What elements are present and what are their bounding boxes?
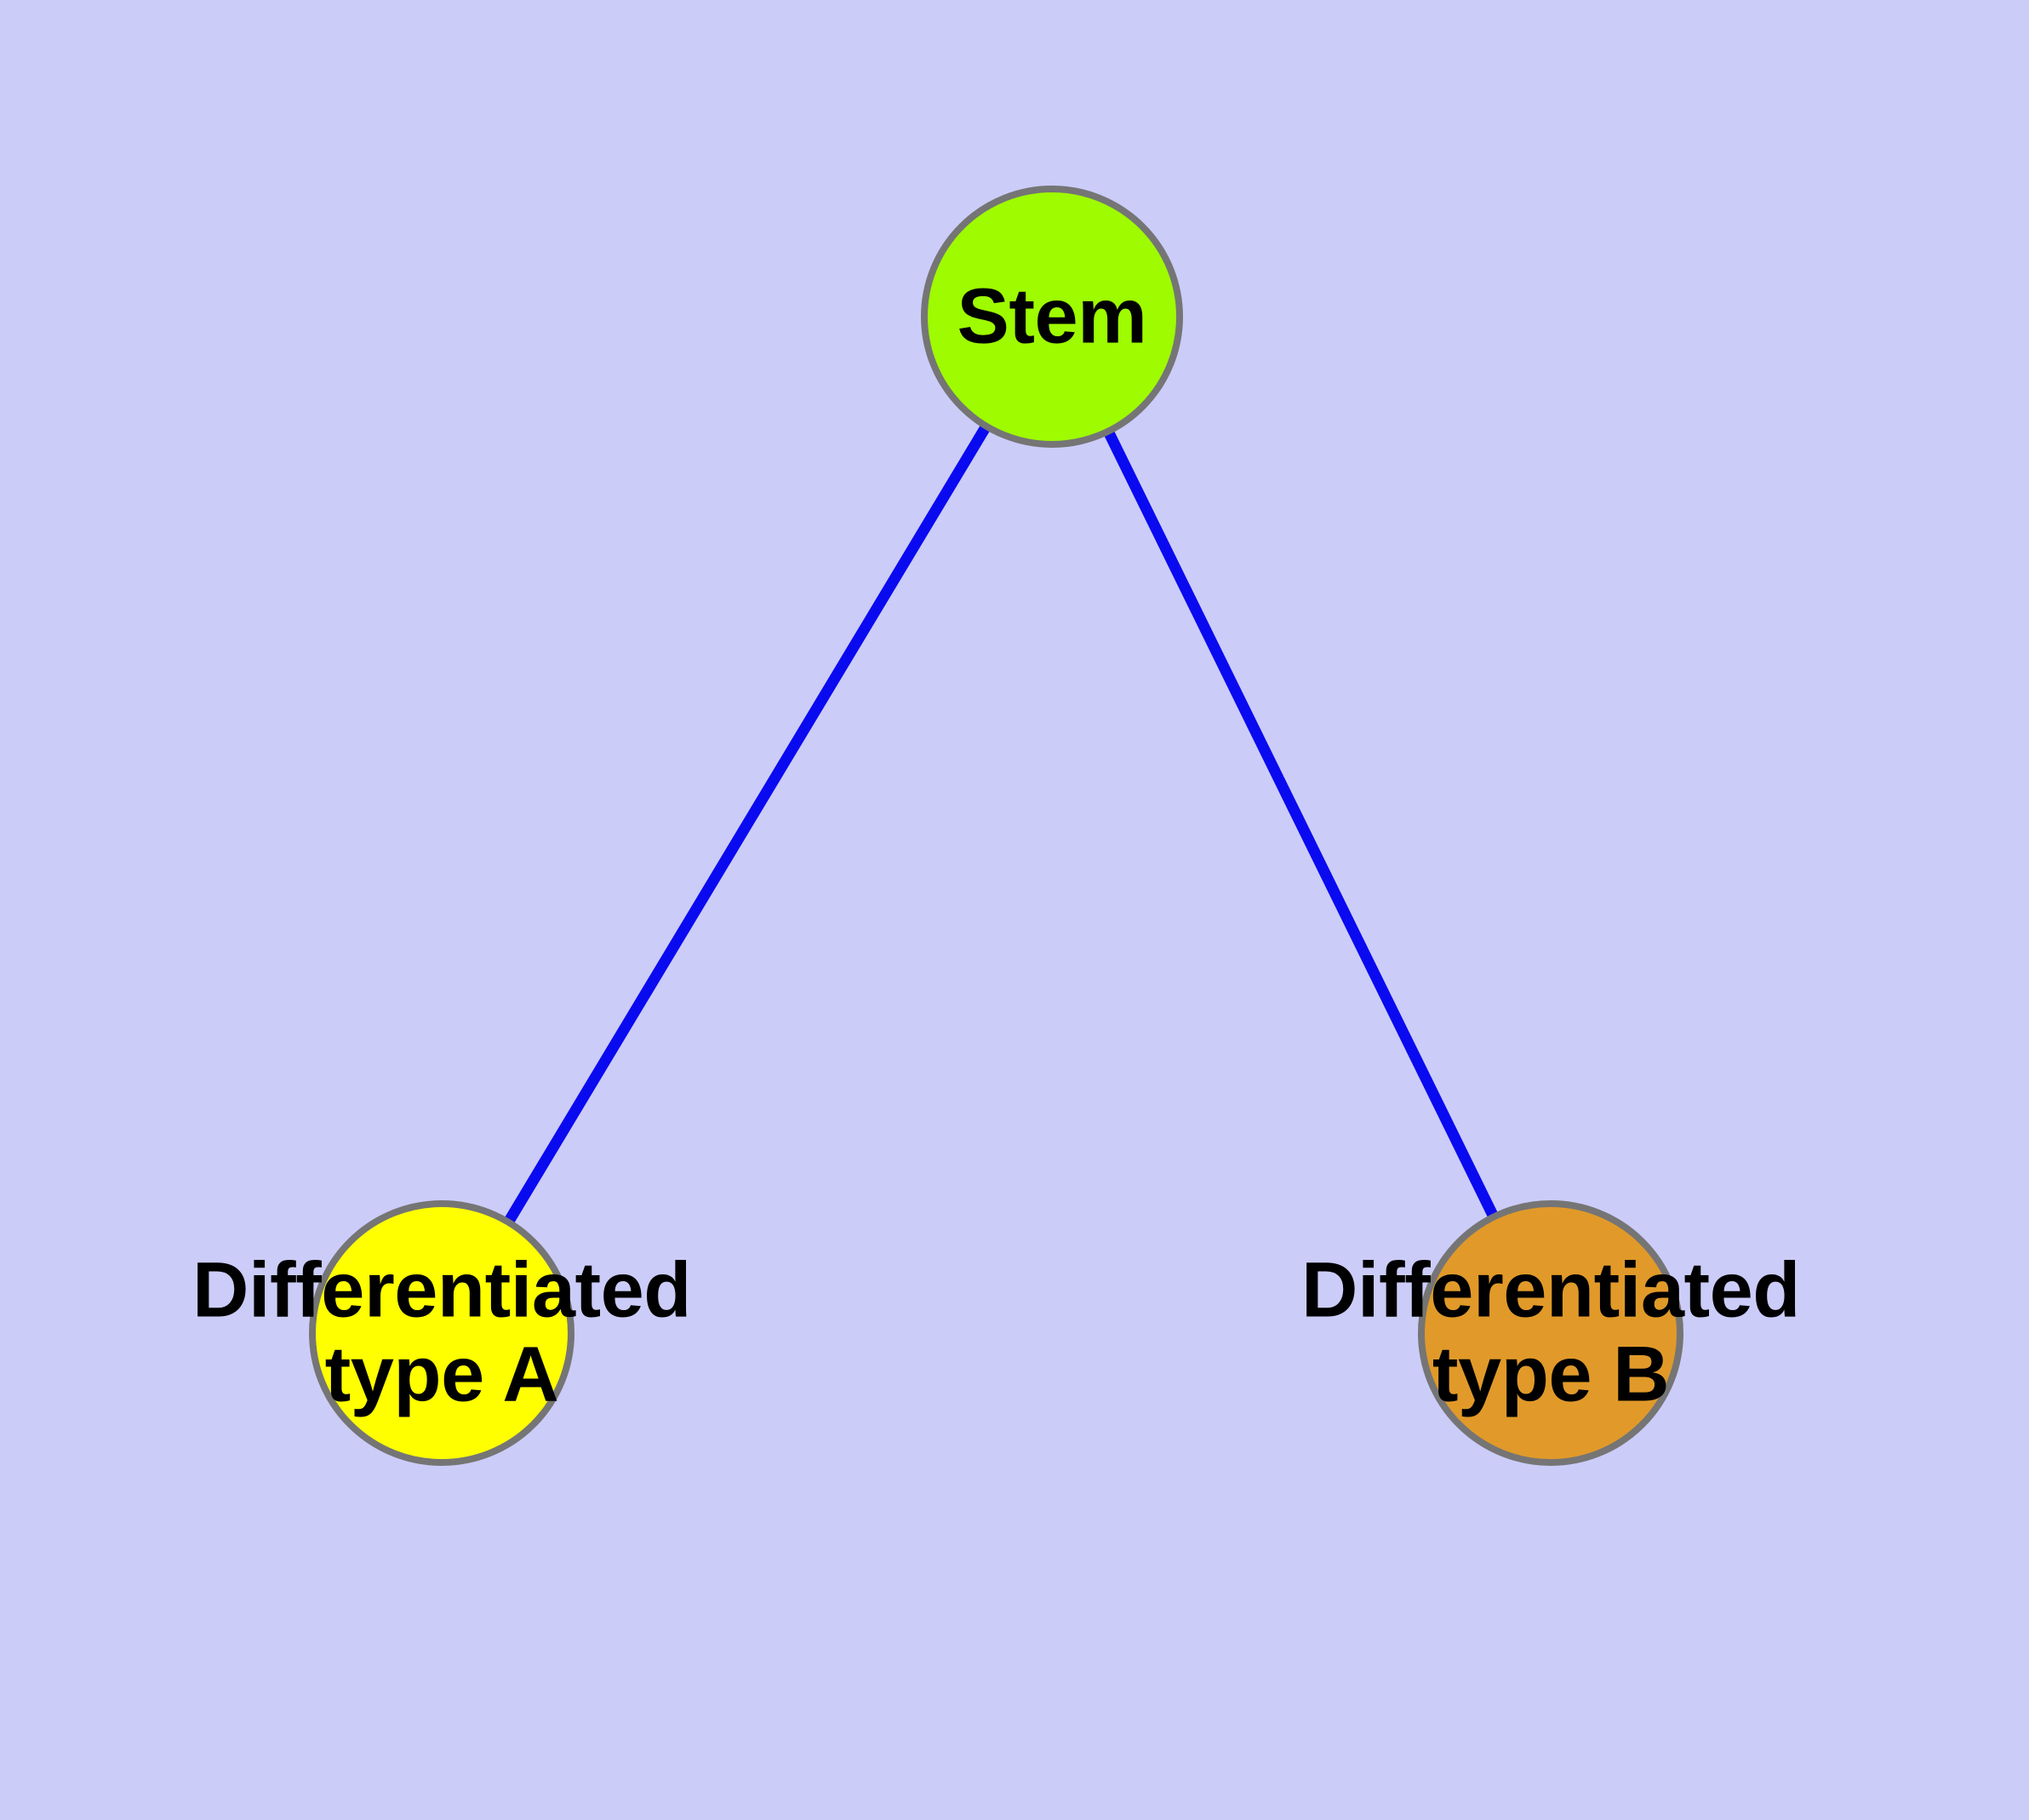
node-stem[interactable]: [921, 186, 1183, 448]
node-type-b[interactable]: [1418, 1200, 1683, 1466]
edge-layer: [437, 313, 1556, 1336]
edge-stem-to-type-a: [437, 313, 1057, 1336]
node-type-a[interactable]: [309, 1200, 574, 1466]
edge-stem-to-type-b: [1047, 314, 1556, 1336]
node-layer: [309, 186, 1683, 1466]
